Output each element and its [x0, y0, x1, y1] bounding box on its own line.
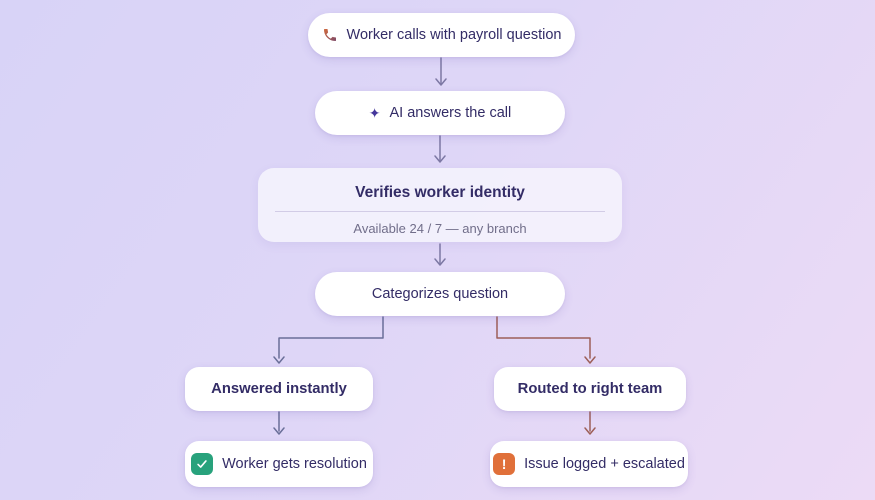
node-routed-to-team: Routed to right team [494, 367, 686, 411]
arrow-ai-to-verify [434, 135, 446, 163]
node-worker-resolution: Worker gets resolution [185, 441, 373, 487]
node-label: Issue logged + escalated [524, 456, 685, 472]
check-icon [191, 453, 214, 475]
node-worker-calls: Worker calls with payroll question [308, 13, 575, 57]
connector-left-branch [273, 316, 384, 364]
node-issue-escalated: ! Issue logged + escalated [490, 441, 688, 487]
node-label: Categorizes question [371, 286, 509, 302]
phone-icon [322, 27, 338, 43]
arrow-verify-to-categorize [434, 243, 446, 266]
node-label: Routed to right team [517, 381, 663, 397]
sparkle-icon: ✦ [368, 105, 381, 121]
node-label: Worker gets resolution [222, 456, 367, 472]
divider [275, 211, 605, 212]
node-verifies-identity: Verifies worker identity Available 24 / … [258, 168, 622, 242]
node-label: Worker calls with payroll question [346, 27, 562, 43]
node-categorizes-question: Categorizes question [315, 272, 565, 316]
node-ai-answers: ✦ AI answers the call [315, 91, 565, 135]
alert-icon: ! [493, 453, 516, 475]
node-label: AI answers the call [389, 105, 512, 121]
connector-right-branch [496, 316, 596, 364]
verify-title: Verifies worker identity [355, 184, 525, 201]
node-label: Answered instantly [211, 381, 347, 397]
arrow-routed-to-escalated [584, 411, 596, 435]
arrow-answered-to-resolution [273, 411, 285, 435]
verify-subtitle: Available 24 / 7 — any branch [353, 221, 527, 236]
arrow-call-to-ai [435, 57, 447, 86]
node-answered-instantly: Answered instantly [185, 367, 373, 411]
